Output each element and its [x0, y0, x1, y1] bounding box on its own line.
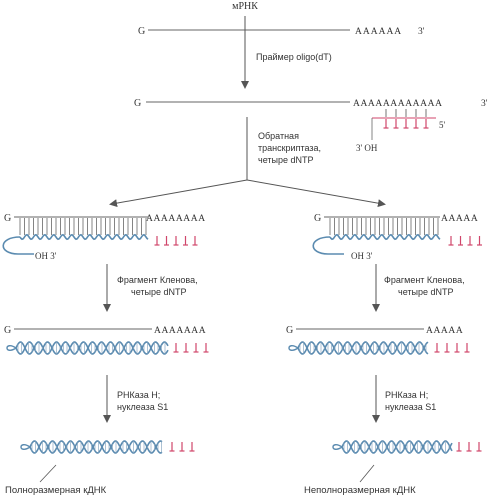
- right-rna-cdna-hybrid: [312, 216, 482, 255]
- mrna-three-prime-label: 3': [418, 27, 425, 37]
- left-second-five-prime-label: G: [4, 325, 11, 336]
- right-step-rnase-line-2: нуклеаза S1: [385, 402, 436, 412]
- right-hairpin-five-prime-label: G: [314, 213, 321, 224]
- left-hairpin-oh-label: OH 3': [35, 251, 57, 261]
- annealed-three-prime-label: 3': [481, 99, 488, 109]
- helix-hairpin-cap: [6, 345, 17, 351]
- step-primer-label: Праймер oligo(dT): [256, 52, 332, 62]
- left-rna-cdna-hybrid: [2, 216, 198, 255]
- mrna-title: мРНК: [232, 1, 258, 12]
- right-step-klenow-line-2: четыре dNTP: [398, 287, 454, 297]
- left-second-poly-a: AAAAAAA: [154, 326, 206, 336]
- cdna-first-strand: [329, 233, 441, 241]
- left-step-klenow-line-2: четыре dNTP: [131, 287, 187, 297]
- dna-strand-top: [15, 341, 169, 355]
- right-final-cdna: [332, 440, 482, 454]
- dna-strand-top: [29, 440, 163, 454]
- step-rt-label-line-1: Обратная: [258, 131, 299, 141]
- hairpin-loop: [2, 236, 34, 255]
- right-second-five-prime-label: G: [286, 325, 293, 336]
- dna-strand-bottom: [15, 341, 169, 355]
- right-second-poly-a: AAAAA: [426, 326, 463, 336]
- step-rt-label-line-3: четыре dNTP: [258, 155, 314, 165]
- left-step-klenow-line-1: Фрагмент Кленова,: [117, 275, 198, 285]
- cdna-first-strand: [19, 233, 149, 241]
- helix-hairpin-cap: [332, 444, 343, 450]
- right-result-label: Неполноразмерная кДНК: [304, 485, 416, 496]
- right-result-pointer: [359, 464, 375, 483]
- annealed-five-prime-label: G: [134, 98, 141, 109]
- step-rt-label-line-2: транскриптаза,: [258, 143, 321, 153]
- left-result-pointer: [39, 464, 57, 483]
- hairpin-loop: [312, 236, 344, 255]
- helix-hairpin-cap: [288, 345, 299, 351]
- right-step-rnase-line-1: РНКаза Н;: [385, 390, 428, 400]
- right-hairpin-poly-a: AAAAA: [441, 214, 478, 224]
- arrow-branch-right: [246, 179, 386, 208]
- left-hairpin-five-prime-label: G: [4, 213, 11, 224]
- left-result-label: Полноразмерная кДНК: [5, 485, 107, 496]
- mrna-poly-a-tail: AAAAAA: [355, 27, 402, 37]
- primer-three-oh-label: 3' OH: [356, 143, 378, 153]
- dna-strand-bottom: [297, 341, 429, 355]
- left-step-rnase-line-1: РНКаза Н;: [117, 390, 160, 400]
- mrna-five-prime-label: G: [138, 26, 145, 37]
- primer-five-prime-label: 5': [439, 120, 446, 130]
- left-step-rnase-line-2: нуклеаза S1: [117, 402, 168, 412]
- oligo-dt-primer: [371, 109, 436, 140]
- left-double-stranded-cdna: [6, 341, 209, 355]
- helix-hairpin-cap: [20, 444, 31, 450]
- left-hairpin-poly-a: AAAAAAAA: [146, 214, 206, 224]
- right-step-klenow-line-1: Фрагмент Кленова,: [384, 275, 465, 285]
- right-double-stranded-cdna: [288, 341, 470, 355]
- dna-strand-bottom: [341, 440, 453, 454]
- left-final-cdna: [20, 440, 195, 454]
- arrow-branch-left: [109, 179, 248, 208]
- dna-strand-bottom: [29, 440, 163, 454]
- annealed-poly-a-tail: AAAAAAAAAAAA: [353, 99, 443, 109]
- right-hairpin-oh-label: OH 3': [351, 251, 373, 261]
